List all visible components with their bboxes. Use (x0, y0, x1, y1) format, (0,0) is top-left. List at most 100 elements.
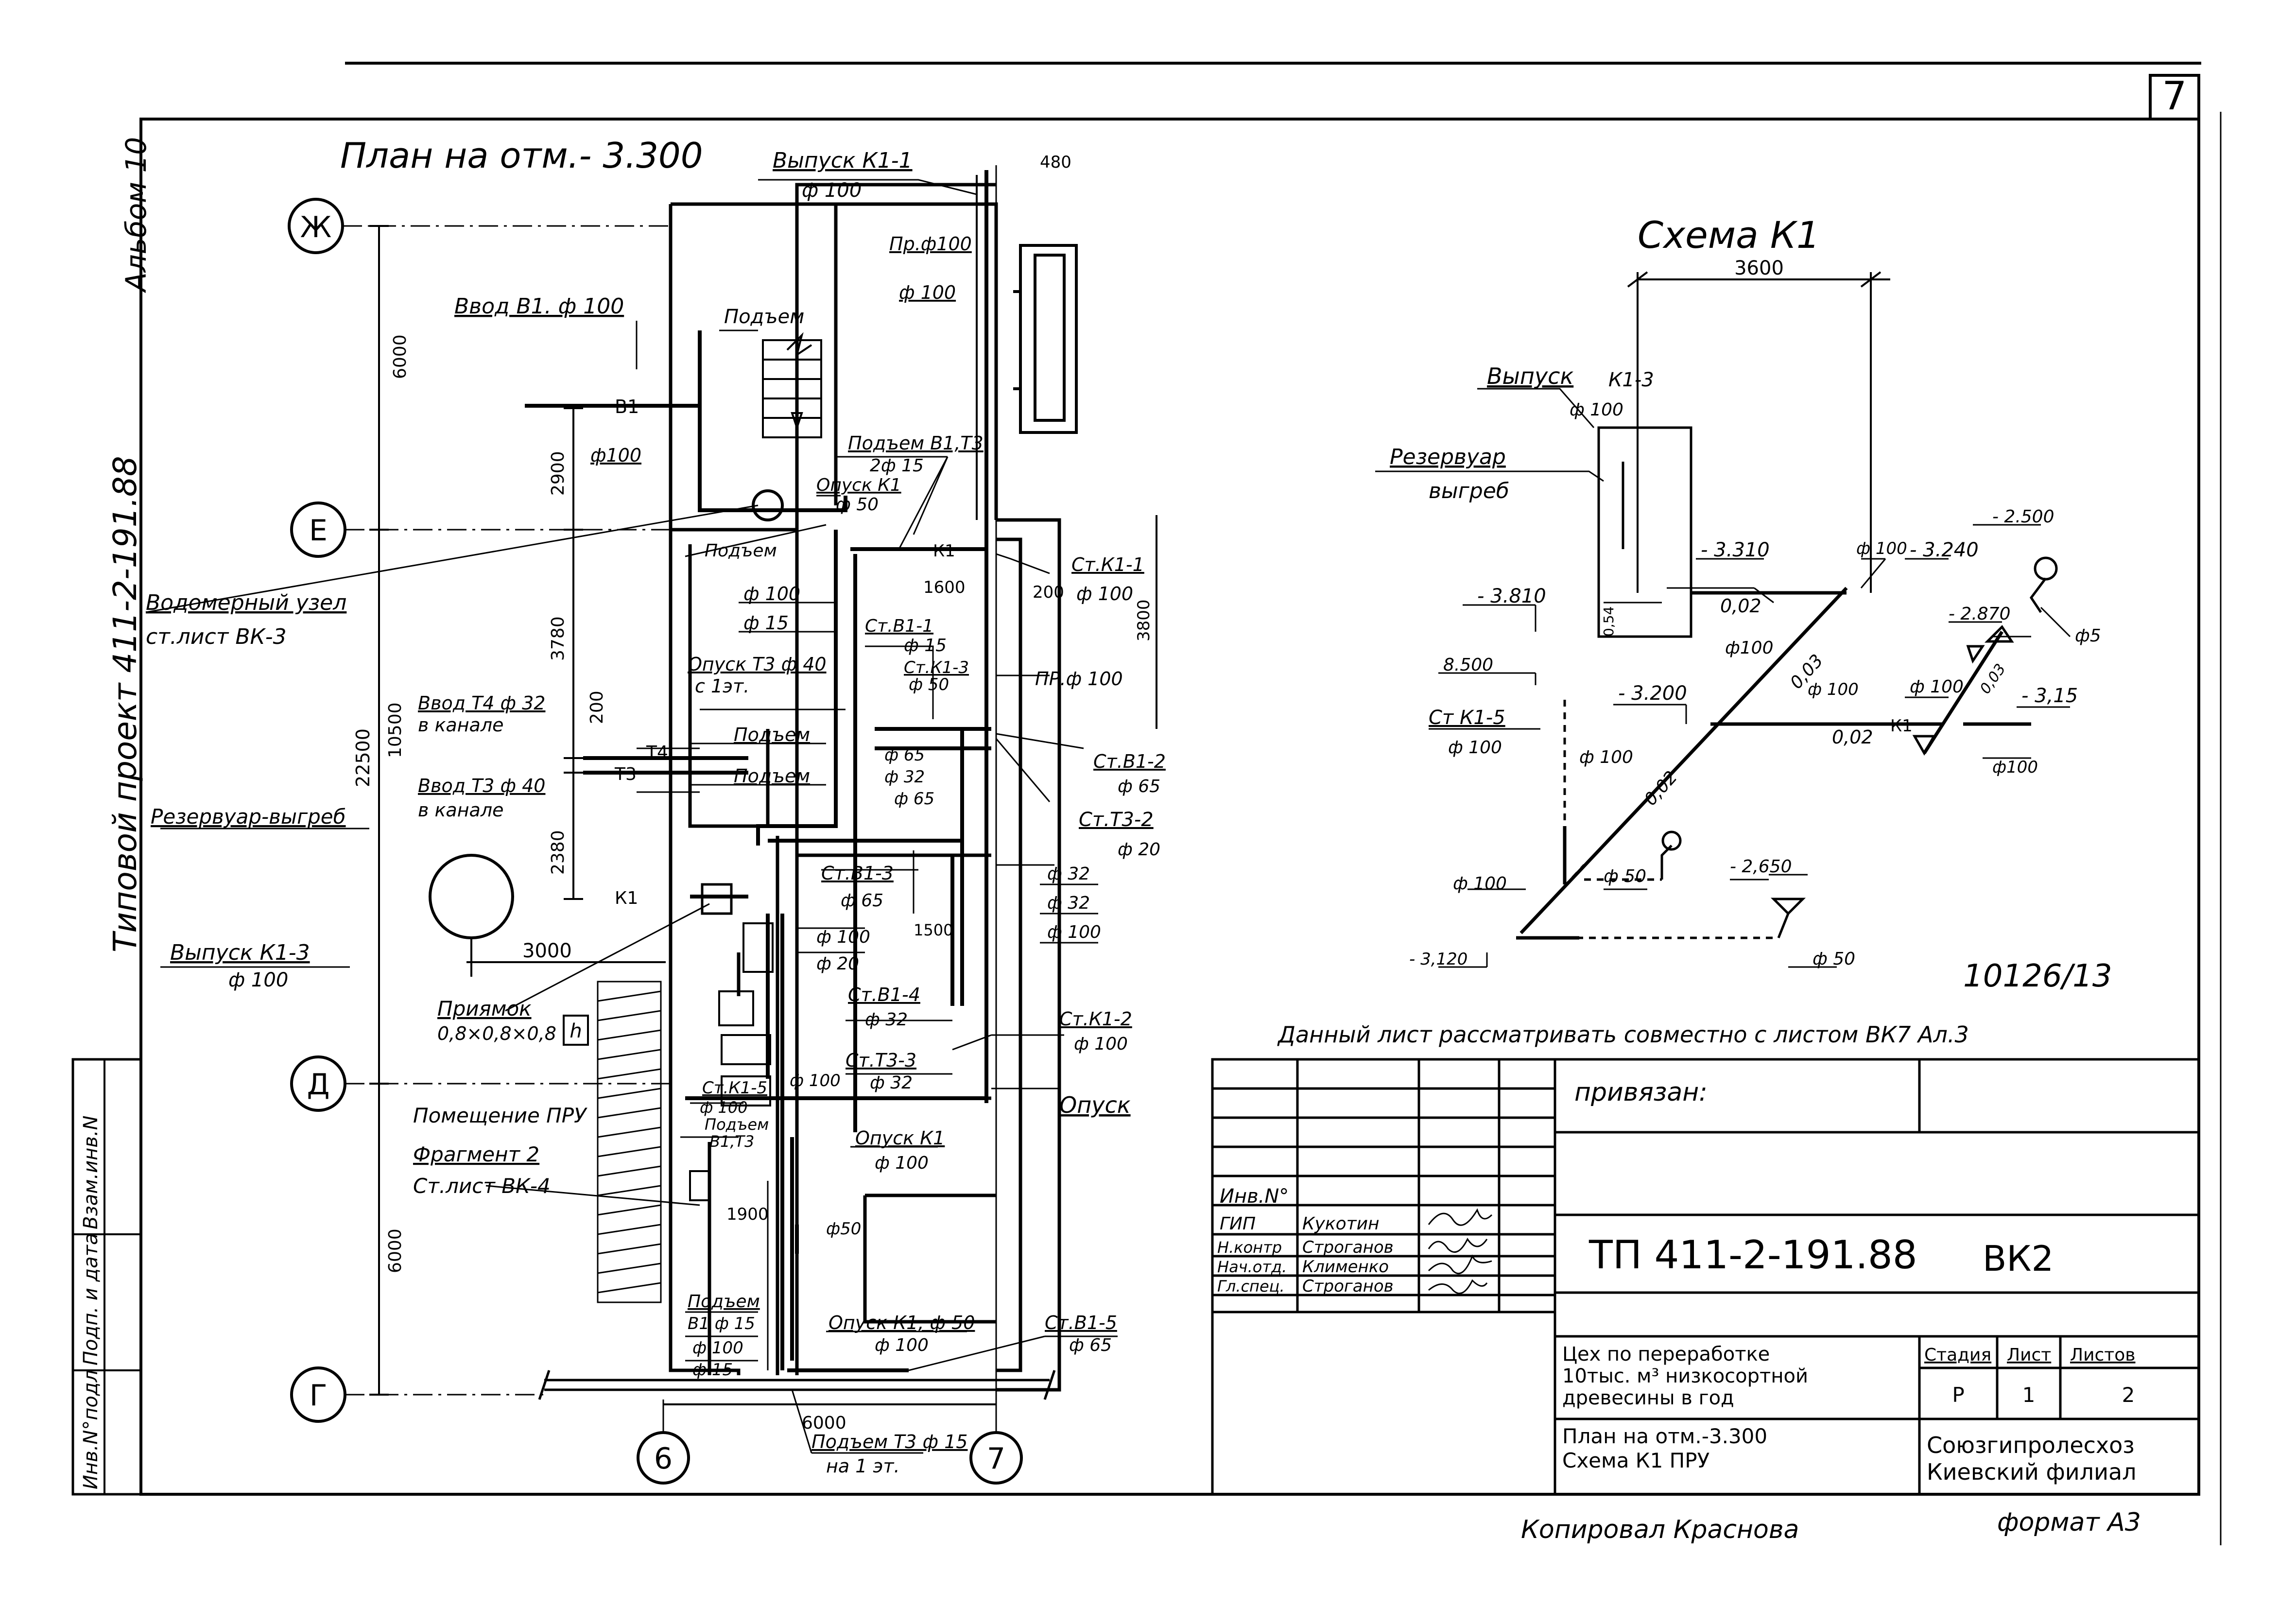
f20: ф 20 (816, 954, 859, 974)
opusk-k1-mid-d: ф 100 (875, 1153, 929, 1173)
scheme-vypusk: Выпуск (1487, 363, 1573, 389)
scheme-vygreb: выгреб (1429, 479, 1509, 503)
st-b1-1-d: ф 15 (904, 636, 947, 656)
svg-text:Е: Е (309, 514, 328, 548)
scheme-dim-054: 0,54 (1601, 606, 1617, 637)
tag-t3: Т3 (614, 764, 637, 784)
st-b1-2-d: ф 65 (1118, 777, 1160, 796)
tag-k1-e: К1 (933, 541, 955, 561)
fragment-ref: Ст.лист ВК-4 (413, 1174, 551, 1198)
podyem-b1t3: Подъем В1,Т3 (848, 432, 984, 454)
dim-3800: 3800 (1134, 599, 1154, 641)
f50-top: ф 50 (836, 495, 879, 515)
stairs-top (762, 332, 822, 438)
scheme-k1-tag: К1 (1890, 716, 1913, 736)
dim-10500: 10500 (385, 702, 405, 758)
plan-title: План на отм.- 3.300 (340, 135, 703, 176)
axis-bubble-d: Д (290, 1055, 671, 1112)
f15-g: ф 15 (692, 1360, 733, 1380)
f50-mid: ф50 (826, 1219, 861, 1239)
scheme-lev-2870: - 2.870 (1949, 604, 2011, 624)
scheme-reservoir (1597, 426, 1692, 638)
f100-b: ф 100 (743, 583, 800, 605)
f65-a: ф 65 (884, 745, 925, 765)
st-k1-3: Ст.К1-3 (904, 658, 969, 677)
side-stamp-inv: Инв.N°подл (80, 1370, 102, 1489)
opusk-k1-f50: Опуск К1, ф 50 (829, 1312, 975, 1333)
tb-mark: ВК2 (1983, 1238, 2054, 1279)
scheme-slope-3: 0,02 (1640, 767, 1681, 810)
scheme-rezervuar: Резервуар (1390, 445, 1506, 469)
st-b1-4: Ст.В1-4 (848, 984, 920, 1005)
f65-b: ф 65 (894, 789, 934, 809)
scheme-lev-2650: - 2,650 (1730, 857, 1792, 877)
f100-f: ф 100 (700, 1098, 748, 1117)
tb-sheet-title-1: План на отм.-3.300 (1562, 1424, 1767, 1448)
st-k1-1: Ст.К1-1 (1071, 554, 1144, 575)
opusk-k1-mid: Опуск К1 (855, 1127, 945, 1149)
vodomer-ref: ст.лист ВК-3 (146, 624, 287, 649)
st-k1-1-d: ф 100 (1076, 583, 1133, 605)
tb-role-2: Нач.отд. (1217, 1258, 1287, 1276)
copied-by: Копировал Краснова (1521, 1515, 1799, 1544)
sheet-frame (139, 62, 2222, 1545)
dim-200: 200 (587, 691, 607, 724)
scheme-f100-s6: ф 100 (1579, 747, 1633, 767)
scheme-lev-3310: - 3.310 (1701, 539, 1770, 561)
axis-bubble-g: Г (290, 1366, 544, 1423)
opusk-t3: Опуск Т3 ф 40 (688, 654, 827, 675)
f100-g: ф 100 (692, 1338, 743, 1358)
scheme-f100-s4: ф 100 (1910, 677, 1964, 697)
scheme-fixtures (1660, 556, 2058, 938)
f32-b: ф 32 (1047, 864, 1090, 884)
right-block (1013, 244, 1078, 434)
tag-k1-pit: К1 (615, 888, 638, 908)
dim-22500: 22500 (352, 728, 374, 787)
side-stamp-vzam: Взам.инв.N (80, 1116, 102, 1229)
tb-stage: Р (1952, 1383, 1964, 1407)
scheme-f100-s1: ф 100 (1856, 539, 1907, 558)
pomeshchenie: Помещение ПРУ (413, 1104, 587, 1127)
scheme-vypusk-k13: К1-3 (1608, 369, 1654, 391)
scheme-lev-3240: - 3.240 (1910, 539, 1979, 561)
scheme-lev-8500: 8.500 (1443, 655, 1493, 675)
scheme-f100-s3: ф 100 (1808, 680, 1859, 699)
sanitary-fixtures (689, 922, 774, 1201)
st-k1-2: Ст.К1-2 (1059, 1008, 1132, 1030)
project-label: Типовой проект 411-2-191.88 (106, 456, 144, 952)
water-meter (752, 489, 784, 521)
scheme-vypusk-d: ф 100 (1570, 400, 1623, 420)
dim-1900: 1900 (726, 1205, 769, 1224)
stairs-left (597, 981, 662, 1303)
scheme-f100-s5: ф100 (1992, 758, 2038, 777)
tag-b1-top: В1 (615, 396, 639, 417)
tb-lists-h: Листов (2070, 1345, 2135, 1365)
scheme-slope-2: 0,02 (1832, 726, 1873, 748)
dim-6000-top: 6000 (390, 334, 410, 379)
st-t3-2-d: ф 20 (1118, 840, 1160, 860)
scheme-dim-3600: 3600 (1734, 257, 1784, 279)
podyem-bottom: Подъем (688, 1292, 760, 1312)
scheme-f50-s2: ф 50 (1813, 949, 1855, 969)
podyem-mid: Подъем (705, 541, 777, 561)
scheme-slope-1: 0,02 (1720, 595, 1761, 617)
dim-3780: 3780 (548, 616, 568, 661)
rezervuar-plan: Резервуар-выгреб (151, 805, 346, 829)
st-t3-3: Ст.Т3-3 (846, 1050, 916, 1071)
tb-object-3: древесины в год (1562, 1387, 1734, 1409)
scheme-st-k1-5-d: ф 100 (1448, 738, 1502, 758)
vvod-t4: Ввод Т4 ф 32 (418, 692, 545, 714)
v-kanale-1: в канале (418, 714, 504, 736)
two-f15: 2ф 15 (870, 456, 924, 476)
st-b1-2: Ст.В1-2 (1093, 751, 1166, 772)
scheme-dim (1627, 271, 1890, 593)
vodomer: Водомерный узел (146, 590, 346, 615)
svg-text:7: 7 (987, 1442, 1005, 1476)
podyem-top: Подъем (724, 306, 804, 328)
tb-stage-h: Стадия (1924, 1345, 1991, 1365)
scheme-pipes-dashed (1520, 700, 1778, 939)
dim-6000-horiz: 6000 (802, 1413, 846, 1433)
tb-list: 1 (2022, 1383, 2036, 1407)
tb-name-1: Строганов (1302, 1238, 1394, 1257)
